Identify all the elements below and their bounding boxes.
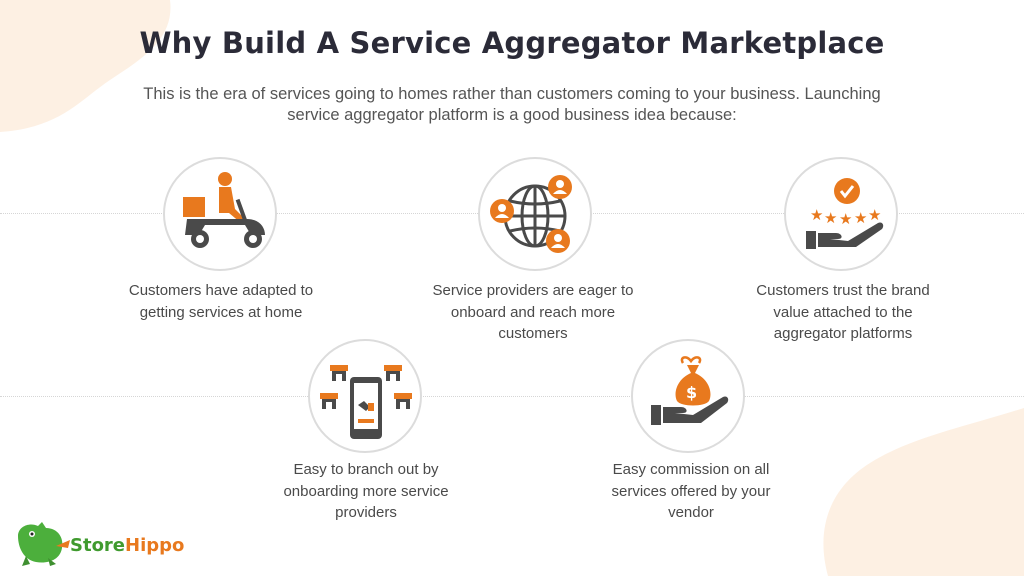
svg-text:★: ★ (810, 206, 823, 224)
feature-circle-2 (478, 157, 592, 271)
page-subtitle: This is the era of services going to hom… (143, 85, 881, 124)
svg-text:★: ★ (868, 206, 881, 224)
top-left-blob (0, 0, 171, 132)
delivery-scooter-icon (183, 172, 265, 248)
hand-rating-stars-icon: ★★★★★ (806, 178, 884, 249)
svg-text:★: ★ (824, 209, 837, 227)
feature-caption-4: Easy to branch out by onboarding more se… (283, 461, 449, 521)
svg-text:★: ★ (839, 210, 852, 228)
brand-logo-hippo: Hippo (125, 535, 185, 556)
feature-caption-5: Easy commission on all services offered … (611, 461, 771, 521)
global-network-icon (490, 175, 572, 253)
feature-circle-1 (163, 157, 277, 271)
feature-circle-4 (308, 339, 422, 453)
bottom-right-blob (823, 408, 1024, 576)
brand-logo-text: StoreHippo (70, 535, 184, 556)
feature-caption-2: Service providers are eager to onboard a… (432, 282, 634, 342)
hippo-logo-icon (18, 522, 70, 566)
brand-logo-store: Store (70, 535, 126, 556)
feature-circle-5: $ (631, 339, 745, 453)
feature-caption-1: Customers have adapted to getting servic… (128, 282, 314, 321)
feature-caption-3: Customers trust the brand value attached… (756, 282, 930, 342)
dotted-divider-bottom (0, 396, 1024, 397)
hand-money-bag-icon: $ (651, 356, 729, 425)
svg-text:$: $ (686, 383, 697, 402)
feature-circle-3: ★★★★★ (784, 157, 898, 271)
svg-text:★: ★ (854, 209, 867, 227)
mobile-stores-icon (320, 365, 412, 439)
page-title: Why Build A Service Aggregator Marketpla… (139, 26, 885, 60)
